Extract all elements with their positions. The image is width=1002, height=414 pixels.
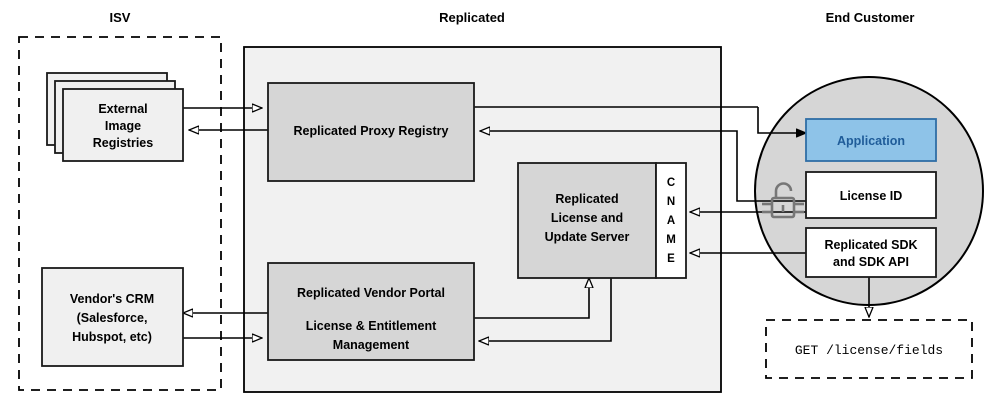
node-replicated-license-update-server[interactable]: Replicated License and Update Server — [517, 162, 657, 279]
registries-line-2: Image — [105, 119, 141, 133]
crm-line-1: Vendor's CRM — [70, 292, 154, 306]
crm-line-2: (Salesforce, — [77, 311, 148, 325]
connector-server-to-portal — [479, 272, 612, 341]
node-replicated-vendor-portal[interactable]: Replicated Vendor Portal License & Entit… — [267, 262, 475, 361]
zone-label-end-customer: End Customer — [826, 10, 915, 25]
vendor-portal-line-1: Replicated Vendor Portal — [297, 286, 445, 300]
node-license-id[interactable]: License ID — [805, 171, 937, 219]
cname-letter-a: A — [667, 215, 675, 227]
cname-letter-m: M — [666, 234, 676, 246]
api-call-label: GET /license/fields — [795, 343, 943, 358]
node-cname-strip[interactable]: C N A M E — [655, 162, 687, 279]
sdk-line-2: and SDK API — [833, 255, 909, 269]
connector-portal-to-server — [473, 278, 589, 319]
vendor-portal-line-2: License & Entitlement — [306, 319, 437, 333]
zone-label-replicated: Replicated — [439, 10, 505, 25]
crm-line-3: Hubspot, etc) — [72, 330, 152, 344]
cname-letter-c: C — [667, 177, 675, 189]
license-id-label: License ID — [840, 189, 903, 203]
sdk-line-1: Replicated SDK — [824, 238, 917, 252]
zone-label-isv: ISV — [110, 10, 131, 25]
node-replicated-proxy-registry[interactable]: Replicated Proxy Registry — [267, 82, 475, 182]
proxy-registry-label: Replicated Proxy Registry — [294, 124, 449, 138]
unlocked-padlock-icon — [762, 182, 804, 219]
node-replicated-sdk[interactable]: Replicated SDK and SDK API — [805, 227, 937, 278]
registries-line-3: Registries — [93, 136, 153, 150]
node-vendor-crm[interactable]: Vendor's CRM (Salesforce, Hubspot, etc) — [41, 267, 184, 367]
registries-line-1: External — [98, 102, 147, 116]
license-server-line-1: Replicated — [555, 192, 618, 206]
connector-proxy-to-app-seg2 — [757, 107, 806, 133]
node-application[interactable]: Application — [805, 118, 937, 162]
node-external-image-registries[interactable]: External Image Registries — [46, 72, 184, 162]
vendor-portal-line-3: Management — [333, 338, 410, 352]
cname-letter-n: N — [667, 196, 675, 208]
node-api-call[interactable]: GET /license/fields — [765, 319, 973, 379]
application-label: Application — [837, 134, 905, 148]
cname-letter-e: E — [667, 253, 675, 265]
license-server-line-2: License and — [551, 211, 623, 225]
license-server-line-3: Update Server — [545, 230, 630, 244]
